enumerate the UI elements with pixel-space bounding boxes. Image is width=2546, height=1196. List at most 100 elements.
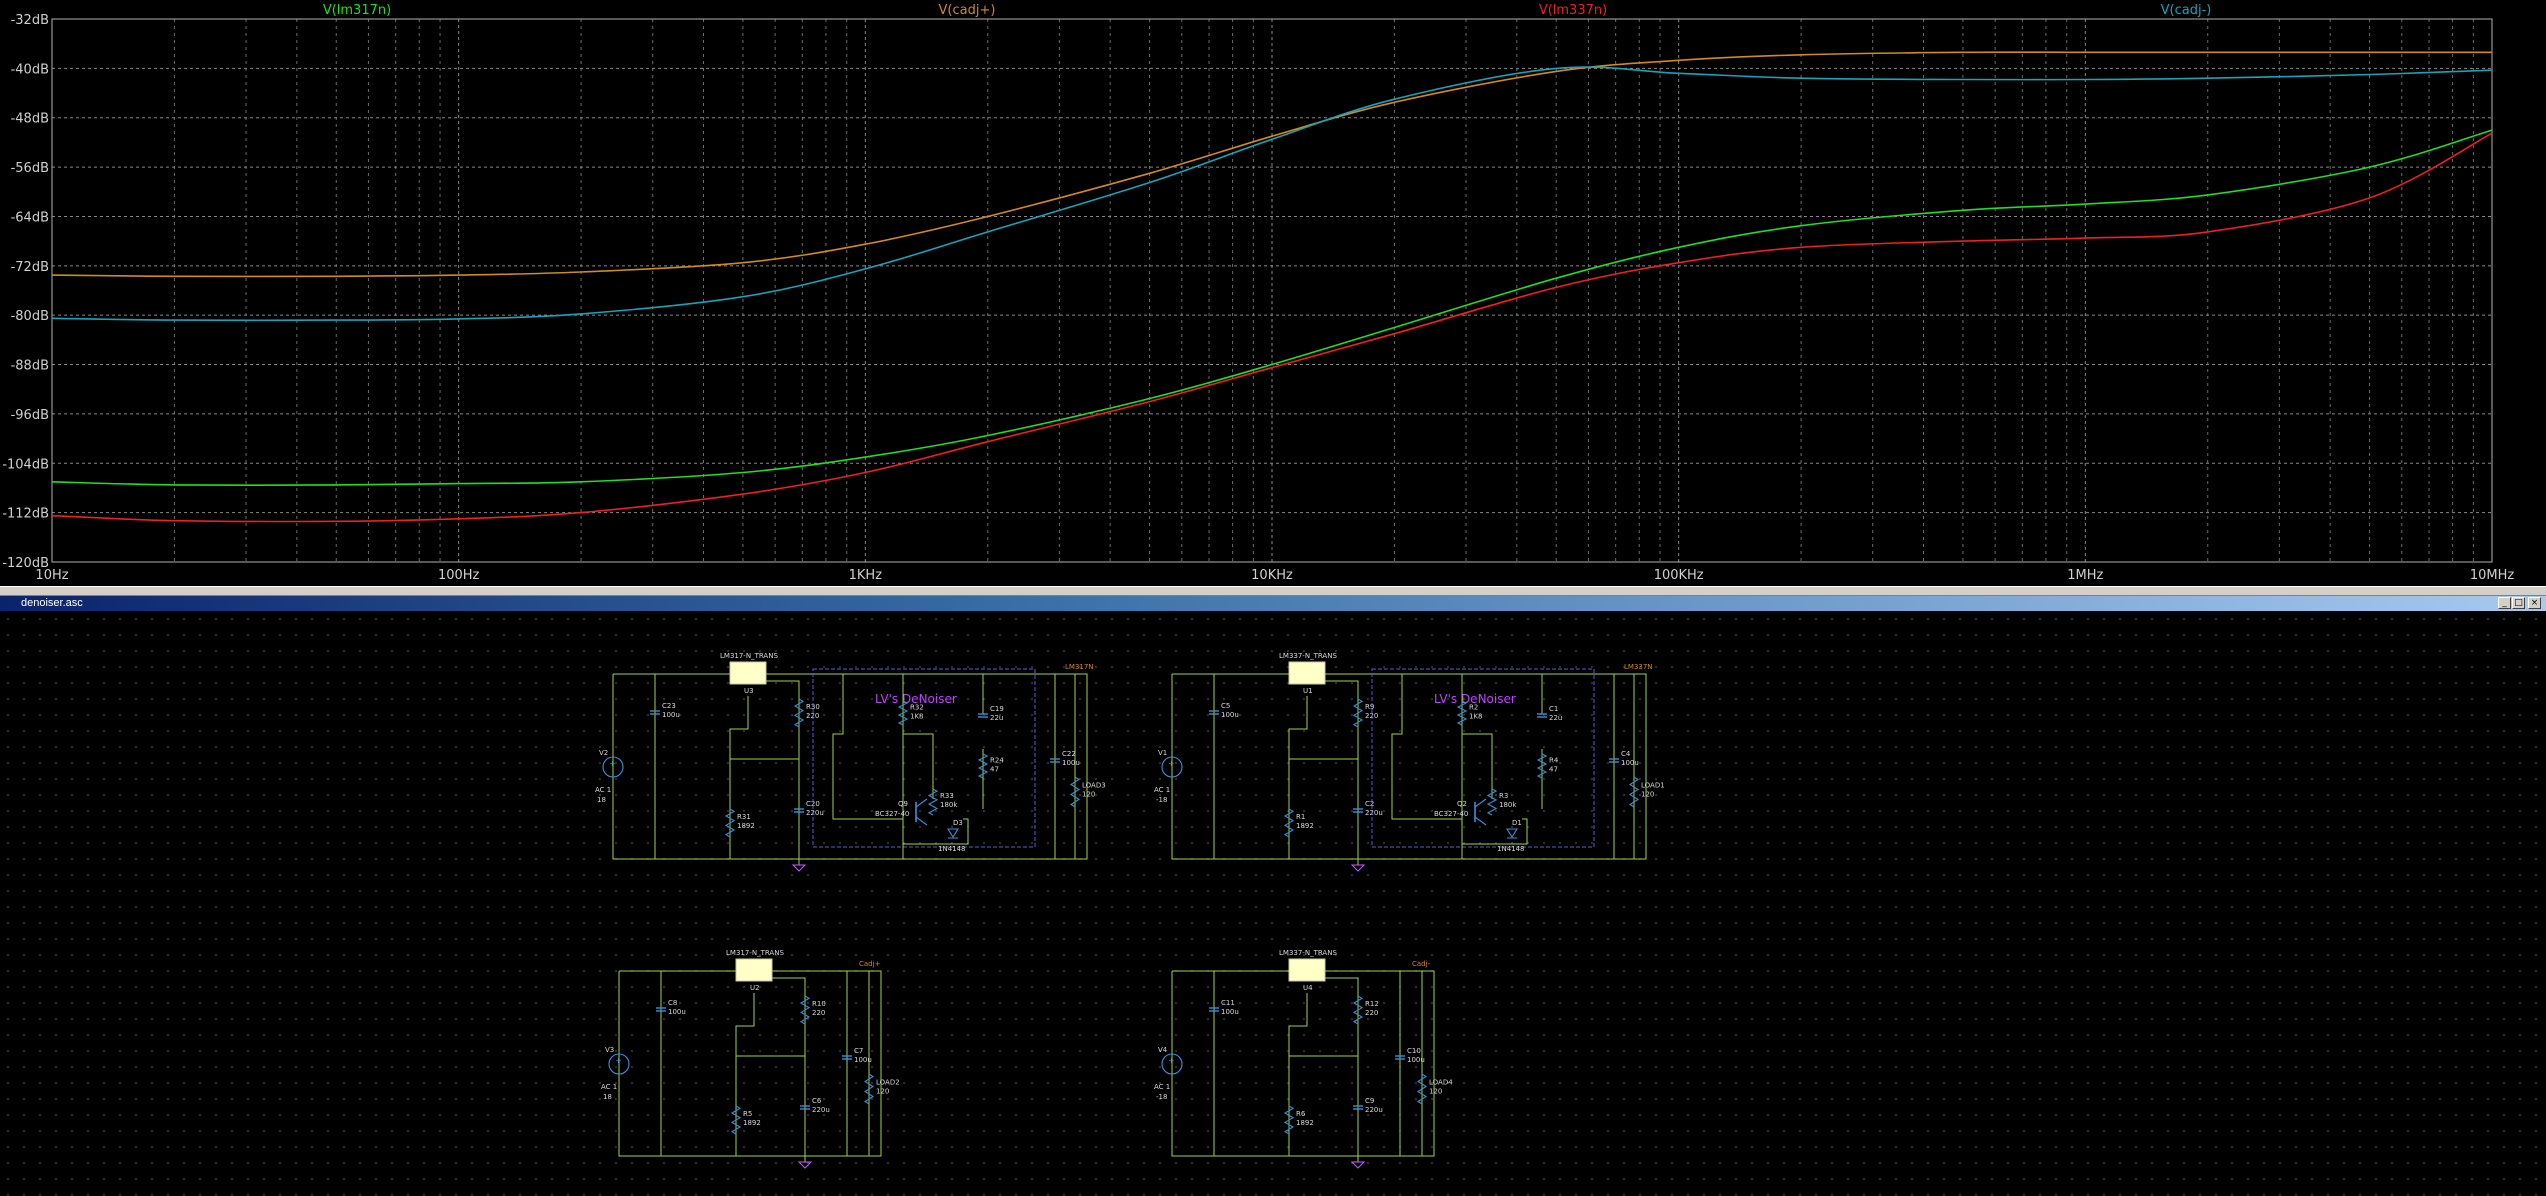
y-tick-label: -40dB: [11, 62, 49, 77]
denoiser-box[interactable]: [812, 668, 1036, 848]
component-ref: R12: [1365, 1000, 1379, 1008]
diode-d3[interactable]: [947, 828, 959, 839]
wire: [1391, 674, 1462, 820]
voltage-source-v1[interactable]: [1161, 756, 1183, 778]
schematic-titlebar[interactable]: denoiser.asc _ □ ×: [0, 596, 2546, 611]
plot-frame: [51, 18, 2493, 563]
capacitor-c8[interactable]: [655, 1005, 667, 1014]
regulator-u3[interactable]: [729, 661, 767, 685]
source-ac-value: AC 1: [595, 786, 611, 794]
capacitor-c2[interactable]: [1352, 806, 1364, 815]
resistor-r5[interactable]: [730, 1105, 742, 1135]
trace-v-cadj-[interactable]: [51, 51, 2492, 278]
regulator-u4[interactable]: [1288, 958, 1326, 982]
x-tick-label: 100Hz: [438, 568, 480, 583]
capacitor-c10[interactable]: [1394, 1053, 1406, 1062]
component-value: BC327-40: [875, 810, 909, 818]
trace-v-cadj-[interactable]: [51, 66, 2493, 322]
y-tick-label: -80dB: [11, 309, 49, 324]
voltage-source-v3[interactable]: [608, 1053, 630, 1075]
resistor-r32[interactable]: [897, 700, 909, 726]
y-tick-label: -112dB: [2, 507, 49, 522]
diode-d1[interactable]: [1506, 828, 1518, 839]
resistor-r4[interactable]: [1536, 753, 1548, 779]
wire: [1325, 680, 1359, 859]
resistor-r33[interactable]: [927, 788, 939, 816]
source-plus-sign: +: [1168, 759, 1175, 768]
resistor-r12[interactable]: [1352, 995, 1364, 1025]
close-button[interactable]: ×: [2528, 597, 2541, 609]
capacitor-c20[interactable]: [793, 806, 805, 815]
resistor-r9[interactable]: [1352, 698, 1364, 728]
maximize-button[interactable]: □: [2512, 597, 2525, 609]
capacitor-c22[interactable]: [1049, 756, 1061, 765]
capacitor-c11[interactable]: [1208, 1005, 1220, 1014]
capacitor-c5[interactable]: [1208, 708, 1220, 717]
capacitor-c1[interactable]: [1536, 711, 1548, 720]
trace-label-v-lm317n-[interactable]: V(lm317n): [323, 3, 391, 18]
wire: [903, 733, 934, 799]
resistor-load3[interactable]: [1069, 776, 1081, 808]
resistor-r2[interactable]: [1456, 700, 1468, 726]
component-value: 1K8: [910, 712, 924, 720]
trace-label-v-cadj-[interactable]: V(cadj+): [939, 3, 996, 18]
regulator-u2[interactable]: [735, 958, 773, 982]
trace-label-v-cadj-[interactable]: V(cadj-): [2161, 3, 2212, 18]
component-ref: C23: [662, 702, 676, 710]
resistor-r1[interactable]: [1283, 808, 1295, 838]
regulator-u1[interactable]: [1288, 661, 1326, 685]
net-label-lm337n: LM337N: [1624, 663, 1653, 671]
component-value: 180k: [1499, 801, 1517, 809]
component-value: 1892: [1296, 822, 1314, 830]
resistor-r6[interactable]: [1283, 1105, 1295, 1135]
schematic-window-title: denoiser.asc: [21, 597, 83, 609]
wire: [1171, 673, 1647, 860]
trace-v-lm317n-[interactable]: [51, 129, 2493, 486]
resistor-load4[interactable]: [1416, 1073, 1428, 1105]
component-ref: R24: [990, 756, 1004, 764]
y-tick-label: -120dB: [2, 556, 49, 571]
transistor-q2[interactable]: [1474, 798, 1487, 826]
trace-label-v-lm337n-[interactable]: V(lm337n): [1539, 3, 1607, 18]
component-ref: R1: [1296, 813, 1305, 821]
component-ref: C5: [1221, 702, 1230, 710]
resistor-load2[interactable]: [863, 1073, 875, 1105]
component-value: 100u: [1407, 1056, 1425, 1064]
component-ref: C20: [806, 800, 820, 808]
capacitor-c7[interactable]: [841, 1053, 853, 1062]
resistor-load1[interactable]: [1628, 776, 1640, 808]
capacitor-c9[interactable]: [1352, 1103, 1364, 1112]
pane-splitter[interactable]: [0, 586, 2546, 596]
source-dc-value: 18: [603, 1093, 612, 1101]
transistor-q9[interactable]: [915, 798, 928, 826]
denoiser-box[interactable]: [1371, 668, 1595, 848]
wire: [735, 993, 755, 1156]
resistor-r31[interactable]: [724, 808, 736, 838]
waveform-plot[interactable]: -32dB-40dB-48dB-56dB-64dB-72dB-80dB-88dB…: [0, 0, 2546, 586]
resistor-r24[interactable]: [977, 753, 989, 779]
voltage-source-v2[interactable]: [602, 756, 624, 778]
resistor-r10[interactable]: [799, 995, 811, 1025]
trace-v-lm337n-[interactable]: [51, 132, 2493, 523]
minimize-button[interactable]: _: [2498, 597, 2511, 609]
waveform-plot-pane[interactable]: -32dB-40dB-48dB-56dB-64dB-72dB-80dB-88dB…: [0, 0, 2546, 586]
y-tick-label: -104dB: [2, 457, 49, 472]
component-value: 220u: [1365, 1106, 1383, 1114]
capacitor-c4[interactable]: [1608, 756, 1620, 765]
voltage-source-v4[interactable]: [1161, 1053, 1183, 1075]
capacitor-c19[interactable]: [977, 711, 989, 720]
resistor-r30[interactable]: [793, 698, 805, 728]
capacitor-c6[interactable]: [799, 1103, 811, 1112]
x-tick-label: 100KHz: [1654, 568, 1704, 583]
x-tick-label: 10MHz: [2470, 568, 2515, 583]
component-ref: LOAD1: [1641, 782, 1665, 790]
resistor-r3[interactable]: [1486, 788, 1498, 816]
capacitor-c23[interactable]: [649, 708, 661, 717]
